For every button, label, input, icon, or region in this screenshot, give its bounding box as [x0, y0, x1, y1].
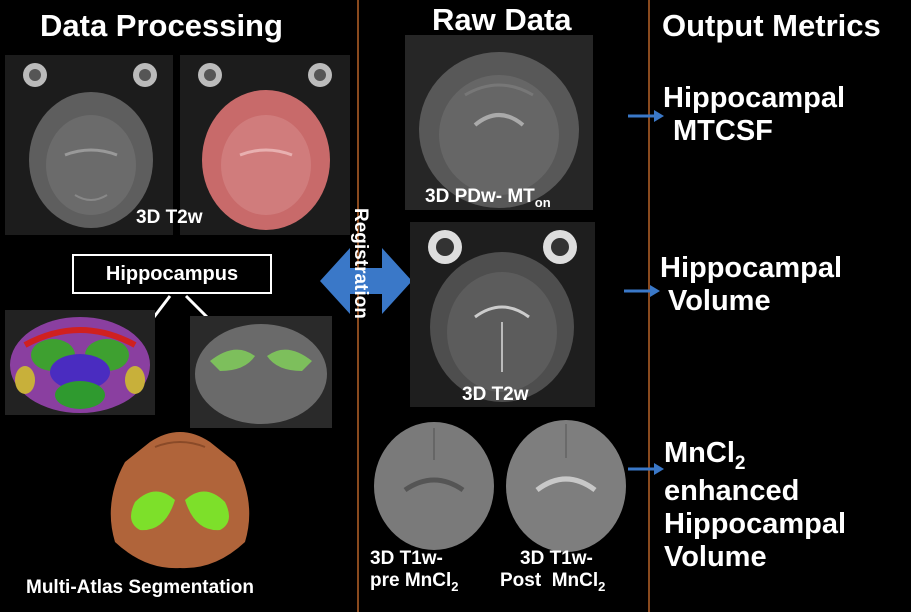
t1w-pre-scan-image — [370, 420, 498, 555]
metric-volume: Hippocampal Volume — [660, 252, 842, 319]
pdw-mt-scan-image — [405, 35, 593, 210]
t1w-pre-label-sub: 2 — [451, 578, 459, 594]
pdw-mt-label-main: 3D PDw- MT — [425, 186, 535, 207]
brain-3d-render — [95, 422, 265, 572]
t1w-post-scan-image — [502, 416, 630, 556]
registration-arrow-icon — [320, 248, 412, 314]
t2w-scan-image — [5, 55, 173, 235]
metric-volume-line1: Hippocampal — [660, 252, 843, 284]
metric-mtcsf-line1: Hippocampal — [663, 82, 846, 114]
t1w-post-label-line1: 3D T1w- — [520, 548, 593, 569]
metric-mncl2-line1: MnCl2 — [664, 437, 846, 475]
multi-atlas-label: Multi-Atlas Segmentation — [26, 577, 255, 598]
t1w-pre-label-line2: pre MnCl2 — [370, 570, 459, 595]
heading-raw-data: Raw Data — [432, 2, 572, 37]
t1w-pre-label-line1: 3D T1w- — [370, 548, 443, 569]
pdw-mt-label: 3D PDw- MTon — [425, 186, 551, 211]
t2w-raw-label: 3D T2w — [462, 384, 529, 405]
t1w-post-label-sub: 2 — [598, 578, 606, 594]
t2w-raw-scan-image — [410, 222, 595, 407]
registration-text: Registration — [350, 208, 371, 319]
divider-left — [357, 0, 359, 612]
metric-mtcsf: Hippocampal MTCSF — [663, 82, 845, 149]
metric-mncl2-text: MnCl — [664, 437, 735, 469]
hippocampus-label-box: Hippocampus — [72, 254, 272, 294]
t1w-post-label: 3D T1w- Post MnCl2 — [500, 548, 605, 595]
divider-right — [648, 0, 650, 612]
t2w-label-top: 3D T2w — [136, 207, 203, 228]
t1w-post-label-line2-text: Post MnCl — [500, 569, 599, 591]
metric-mncl2-line2: enhanced — [664, 474, 800, 507]
t1w-pre-label: 3D T1w- pre MnCl2 — [370, 548, 459, 595]
heading-data-processing: Data Processing — [40, 8, 283, 43]
t2w-masked-scan-image — [180, 55, 350, 235]
metric-mncl2-volume: MnCl2 enhanced Hippocampal Volume — [664, 437, 846, 575]
metric-mncl2-line3: Hippocampal — [664, 507, 847, 540]
metric-mtcsf-line2: MTCSF — [673, 115, 773, 148]
t1w-post-label-line2: Post MnCl2 — [500, 570, 605, 595]
metric-mncl2-sub: 2 — [734, 452, 746, 474]
metric-mncl2-line4: Volume — [664, 541, 767, 574]
hippocampus-overlay-image — [190, 316, 332, 428]
registration-label: Registration — [349, 208, 371, 358]
arrow-to-volume-icon — [624, 285, 660, 297]
arrow-to-mtcsf-icon — [628, 110, 664, 122]
atlas-segmentation-image — [5, 310, 155, 415]
metric-volume-line2: Volume — [668, 285, 771, 318]
arrow-to-mncl2-icon — [628, 463, 664, 475]
t1w-pre-label-line2-text: pre MnCl — [370, 569, 452, 591]
heading-output-metrics: Output Metrics — [662, 8, 881, 43]
hippocampus-label: Hippocampus — [105, 262, 239, 285]
pdw-mt-label-sub: on — [534, 194, 551, 210]
